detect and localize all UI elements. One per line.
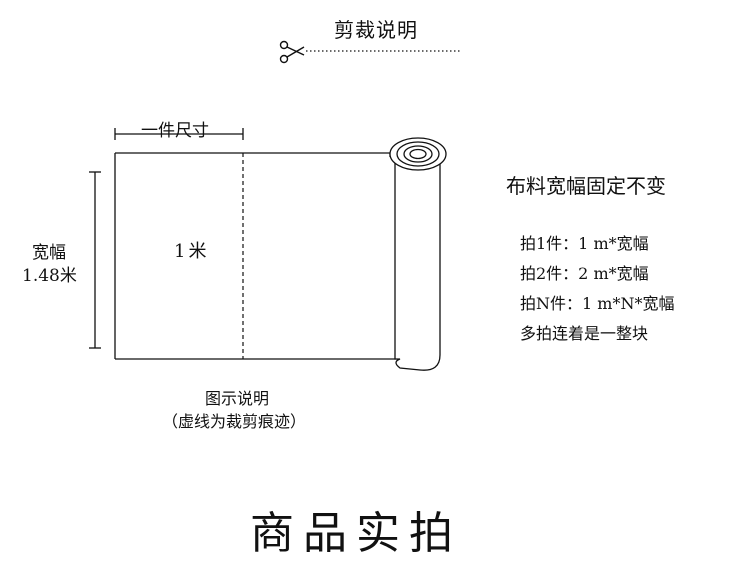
length-label: 1米 (174, 241, 210, 262)
width-value: 1.48米 (22, 266, 77, 286)
width-label: 宽幅 (32, 243, 66, 263)
note-line: 多拍连着是一整块 (520, 324, 649, 343)
width-dimension (89, 171, 101, 349)
scissors-icon (279, 40, 305, 64)
page-title: 剪裁说明 (334, 18, 418, 42)
note-line: 拍2件：2 m*宽幅 (520, 264, 649, 283)
notes-heading: 布料宽幅固定不变 (506, 174, 666, 198)
fabric-sheet (114, 152, 400, 360)
fabric-roll (389, 137, 447, 371)
piece-size-dimension (114, 128, 244, 140)
note-line: 拍1件：1 m*宽幅 (520, 234, 649, 253)
note-line: 拍N件：1 m*N*宽幅 (520, 294, 675, 313)
footer-title: 商品实拍 (250, 508, 462, 559)
piece-size-label: 一件尺寸 (141, 121, 209, 141)
caption-note: （虚线为裁剪痕迹） (162, 412, 307, 431)
caption-title: 图示说明 (205, 389, 270, 408)
